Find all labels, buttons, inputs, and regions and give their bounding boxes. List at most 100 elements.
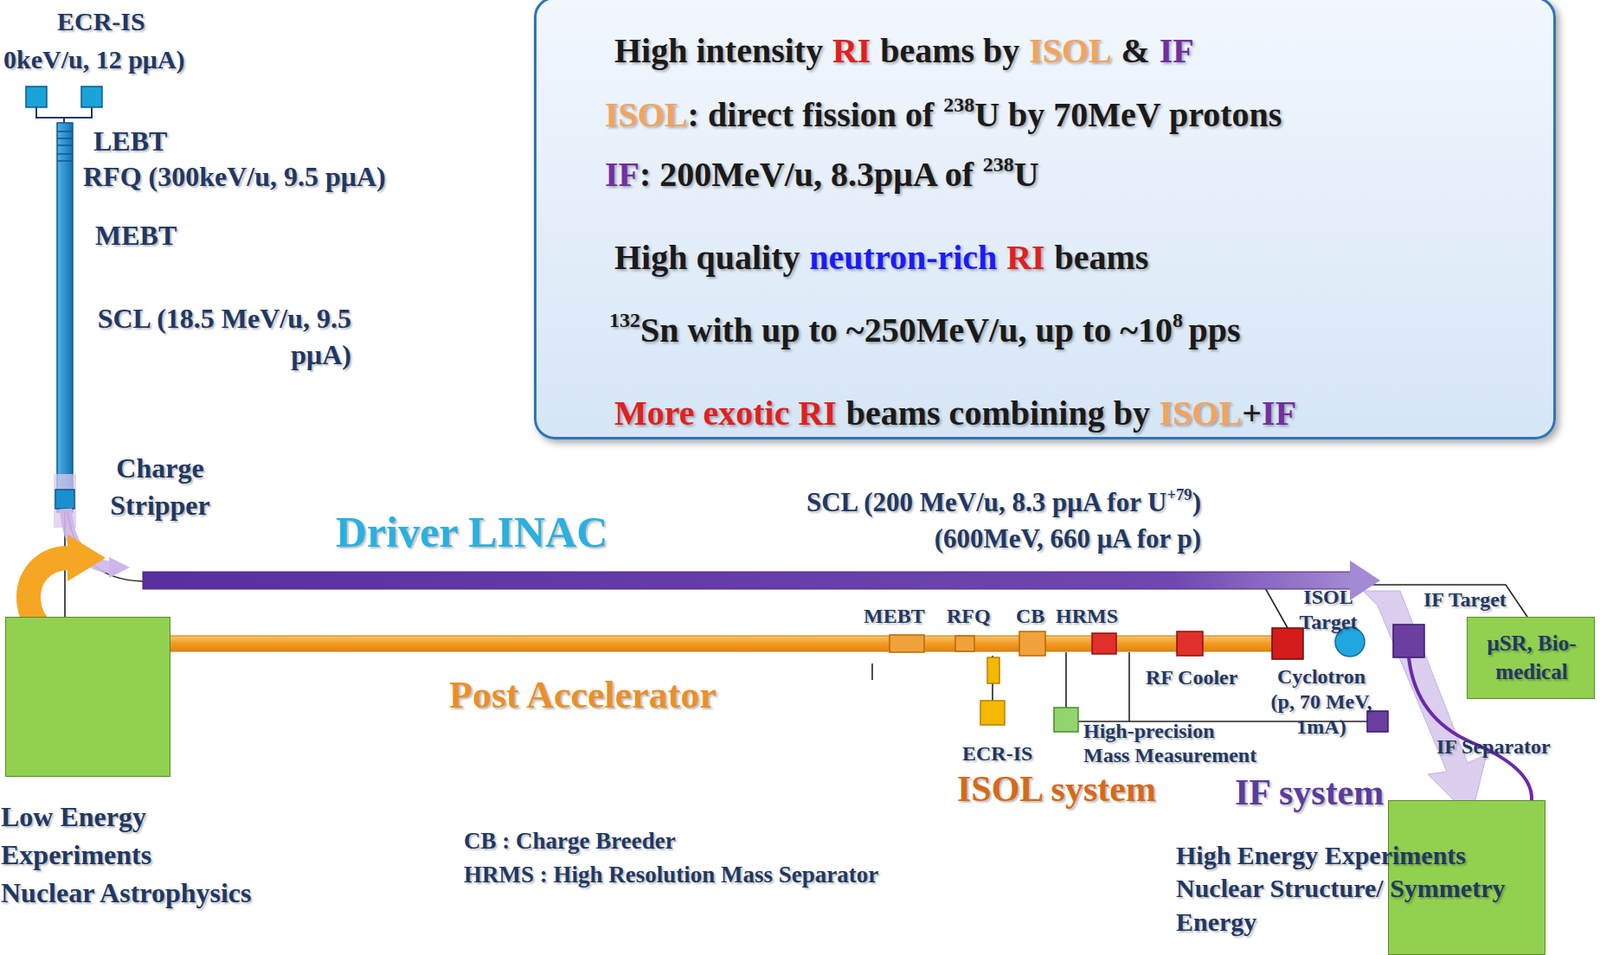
label-text: High-precision Mass Measurement xyxy=(1083,719,1257,767)
label-text: ISOL system xyxy=(957,769,1157,810)
info-line: More exotic RIbeams combining byISOL+IF xyxy=(614,392,1297,434)
info-text: beams by xyxy=(880,31,1020,71)
label-group: IF system xyxy=(1234,770,1384,817)
info-text: beams combining by xyxy=(846,393,1151,433)
label-text: 0keV/u, 12 pμA) xyxy=(3,44,186,74)
label-text: CB xyxy=(1015,604,1045,628)
info-text: RI xyxy=(1006,237,1045,277)
label-group: CB xyxy=(1015,603,1045,630)
label-group: 0keV/u, 12 pμA) xyxy=(3,43,186,77)
label-text: ECR-IS xyxy=(962,742,1033,765)
info-text: 238 xyxy=(943,93,975,116)
label-text: IF system xyxy=(1234,772,1384,813)
label-group: RFQ xyxy=(946,603,991,630)
info-panel: High intensityRIbeams byISOL&IFISOL: dir… xyxy=(533,0,1556,440)
info-text: + xyxy=(1241,393,1262,433)
label-group: HRMS xyxy=(1055,603,1119,630)
info-text: 132 xyxy=(609,308,641,332)
info-line: IF: 200MeV/u, 8.3pμA of 238U xyxy=(604,153,1040,195)
label-group: (600MeV, 660 μA for p) xyxy=(934,522,1202,557)
beam-line xyxy=(64,512,1528,722)
label-group: RF Cooler xyxy=(1145,664,1238,691)
label-text: SCL (18.5 MeV/u, 9.5 pμA) xyxy=(97,302,352,371)
info-text: 8 xyxy=(1172,308,1183,332)
info-text: IF xyxy=(1261,393,1297,433)
label-group: SCL (18.5 MeV/u, 9.5 pμA) xyxy=(83,301,352,373)
info-text: : 200MeV/u, 8.3pμA of xyxy=(639,154,974,194)
label-text: LEBT xyxy=(93,125,168,157)
info-text: : direct fission of xyxy=(687,95,935,135)
info-text: ISOL xyxy=(604,95,688,135)
info-text: High intensity xyxy=(614,31,823,71)
label-text: MEBT xyxy=(863,604,926,628)
label-group: MEBT xyxy=(95,218,177,253)
label-group: Charge Stripper xyxy=(95,449,225,525)
info-text: IF xyxy=(604,154,640,194)
label-group: IF Separator xyxy=(1436,733,1551,760)
label-group: High-precision Mass Measurement xyxy=(1083,719,1260,768)
label-text: (600MeV, 660 μA for p) xyxy=(934,523,1202,554)
info-text: 238 xyxy=(983,153,1015,176)
label-text: HRMS xyxy=(1055,604,1119,628)
info-line: High intensityRIbeams byISOL&IF xyxy=(614,30,1195,71)
label-group: SCL (200 MeV/u, 8.3 pμA for U+79) xyxy=(806,484,1202,521)
label-group: MEBT xyxy=(863,603,926,630)
info-text: RI xyxy=(832,31,871,71)
experiment-box: Low Energy Experiments Nuclear Astrophys… xyxy=(5,616,171,778)
label-text: +79 xyxy=(1166,485,1192,504)
arrow-head xyxy=(109,557,130,579)
label-text: RFQ (300keV/u, 9.5 pμA) xyxy=(83,160,386,193)
info-text: ISOL xyxy=(1159,393,1243,433)
info-text: pps xyxy=(1188,310,1241,350)
label-group: CB : Charge Breeder xyxy=(463,827,676,857)
label-text: CB : Charge Breeder xyxy=(463,828,676,855)
ion-source xyxy=(25,86,103,123)
info-line: ISOL: direct fission of 238U by 70MeV pro… xyxy=(604,93,1282,135)
label-text: Driver LINAC xyxy=(335,507,608,557)
label-text: SCL (200 MeV/u, 8.3 pμA for U xyxy=(806,487,1168,518)
label-group: ISOL system xyxy=(957,766,1157,813)
label-group: Post Accelerator xyxy=(449,671,717,720)
label-group: ISOL Target xyxy=(1280,584,1376,636)
info-text: Sn with up to ~250MeV/u, up to ~10 xyxy=(640,310,1173,350)
label-text: Charge Stripper xyxy=(109,452,211,521)
label-group: ECR-IS xyxy=(962,740,1033,767)
experiment-box: High Energy Experiments Nuclear Structur… xyxy=(1387,800,1546,955)
info-text: IF xyxy=(1159,31,1195,71)
label-text: Post Accelerator xyxy=(449,674,717,717)
label-group: ECR-IS xyxy=(57,5,146,39)
label-text: HRMS : High Resolution Mass Separator xyxy=(463,861,879,888)
node-text: Low Energy Experiments Nuclear Astrophys… xyxy=(0,797,252,913)
label-text: ISOL Target xyxy=(1298,585,1357,634)
node-text: μSR, Bio-medical xyxy=(1467,629,1596,687)
info-text: neutron-rich xyxy=(809,237,997,277)
label-group: IF Target xyxy=(1423,586,1507,613)
label-group: Cyclotron (p, 70 MeV, 1mA) xyxy=(1270,664,1373,739)
label-group: HRMS : High Resolution Mass Separator xyxy=(463,861,879,891)
label-text: RFQ xyxy=(946,604,991,628)
info-line: High qualityneutron-richRIbeams xyxy=(614,237,1149,278)
label-text: IF Separator xyxy=(1436,735,1551,759)
arrow-head xyxy=(67,534,106,582)
label-text: RF Cooler xyxy=(1145,666,1238,689)
info-text: High quality xyxy=(614,237,801,277)
label-group: RFQ (300keV/u, 9.5 pμA) xyxy=(83,159,386,194)
info-text: beams xyxy=(1053,237,1149,277)
info-text: U xyxy=(1014,154,1040,194)
label-group: Driver LINAC xyxy=(335,505,608,560)
label-text: ) xyxy=(1192,487,1202,518)
info-text: More exotic RI xyxy=(614,393,837,433)
info-text: & xyxy=(1121,31,1151,71)
info-text: ISOL xyxy=(1028,31,1112,71)
experiment-box: μSR, Bio-medical xyxy=(1466,616,1595,700)
driver-linac xyxy=(142,571,1355,590)
label-text: Cyclotron (p, 70 MeV, 1mA) xyxy=(1271,665,1373,739)
label-group: LEBT xyxy=(93,123,168,159)
label-text: IF Target xyxy=(1423,588,1507,611)
label-text: MEBT xyxy=(95,219,177,251)
info-line: 132Sn with up to ~250MeV/u, up to ~108pp… xyxy=(609,308,1241,351)
node-text: High Energy Experiments Nuclear Structur… xyxy=(1175,839,1540,939)
injector-linac xyxy=(53,122,77,528)
label-text: ECR-IS xyxy=(57,6,146,36)
info-text: U by 70MeV protons xyxy=(974,95,1282,135)
